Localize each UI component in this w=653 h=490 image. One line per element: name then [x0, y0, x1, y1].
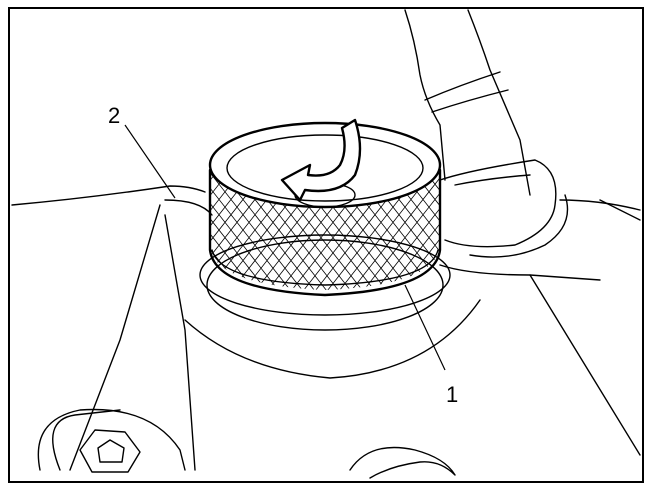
knurl-line — [452, 160, 562, 300]
callout-1-label: 1 — [446, 382, 458, 407]
knurl-line — [439, 165, 440, 290]
knurl-line — [452, 160, 562, 300]
filter-top-cap — [208, 121, 442, 209]
base-ring — [199, 234, 451, 331]
knurl-line — [439, 165, 440, 290]
knurl-line — [210, 165, 215, 290]
hex-bolt — [37, 408, 186, 473]
knurl-line — [92, 160, 202, 300]
lower-crescent-shape — [349, 446, 456, 479]
knurl-line — [210, 165, 215, 290]
knurl-line — [355, 165, 440, 290]
knurl-line — [427, 165, 440, 290]
knurl-line — [343, 165, 440, 290]
knurl-line — [210, 165, 263, 290]
counterclockwise-arrow-icon — [280, 118, 362, 202]
callout-1-leader — [404, 284, 446, 371]
knurl-line — [92, 160, 202, 300]
callout-2-label: 2 — [108, 103, 120, 128]
knurl-line — [80, 160, 190, 300]
hose — [404, 9, 569, 258]
knurl-line — [427, 165, 440, 290]
knurl-line — [476, 160, 586, 300]
knurl-line — [80, 160, 190, 300]
knurl-line — [476, 160, 586, 300]
knurl-line — [415, 165, 440, 290]
callout-2-leader — [124, 124, 176, 199]
knurl-line — [367, 165, 440, 290]
frame-border — [8, 7, 644, 483]
